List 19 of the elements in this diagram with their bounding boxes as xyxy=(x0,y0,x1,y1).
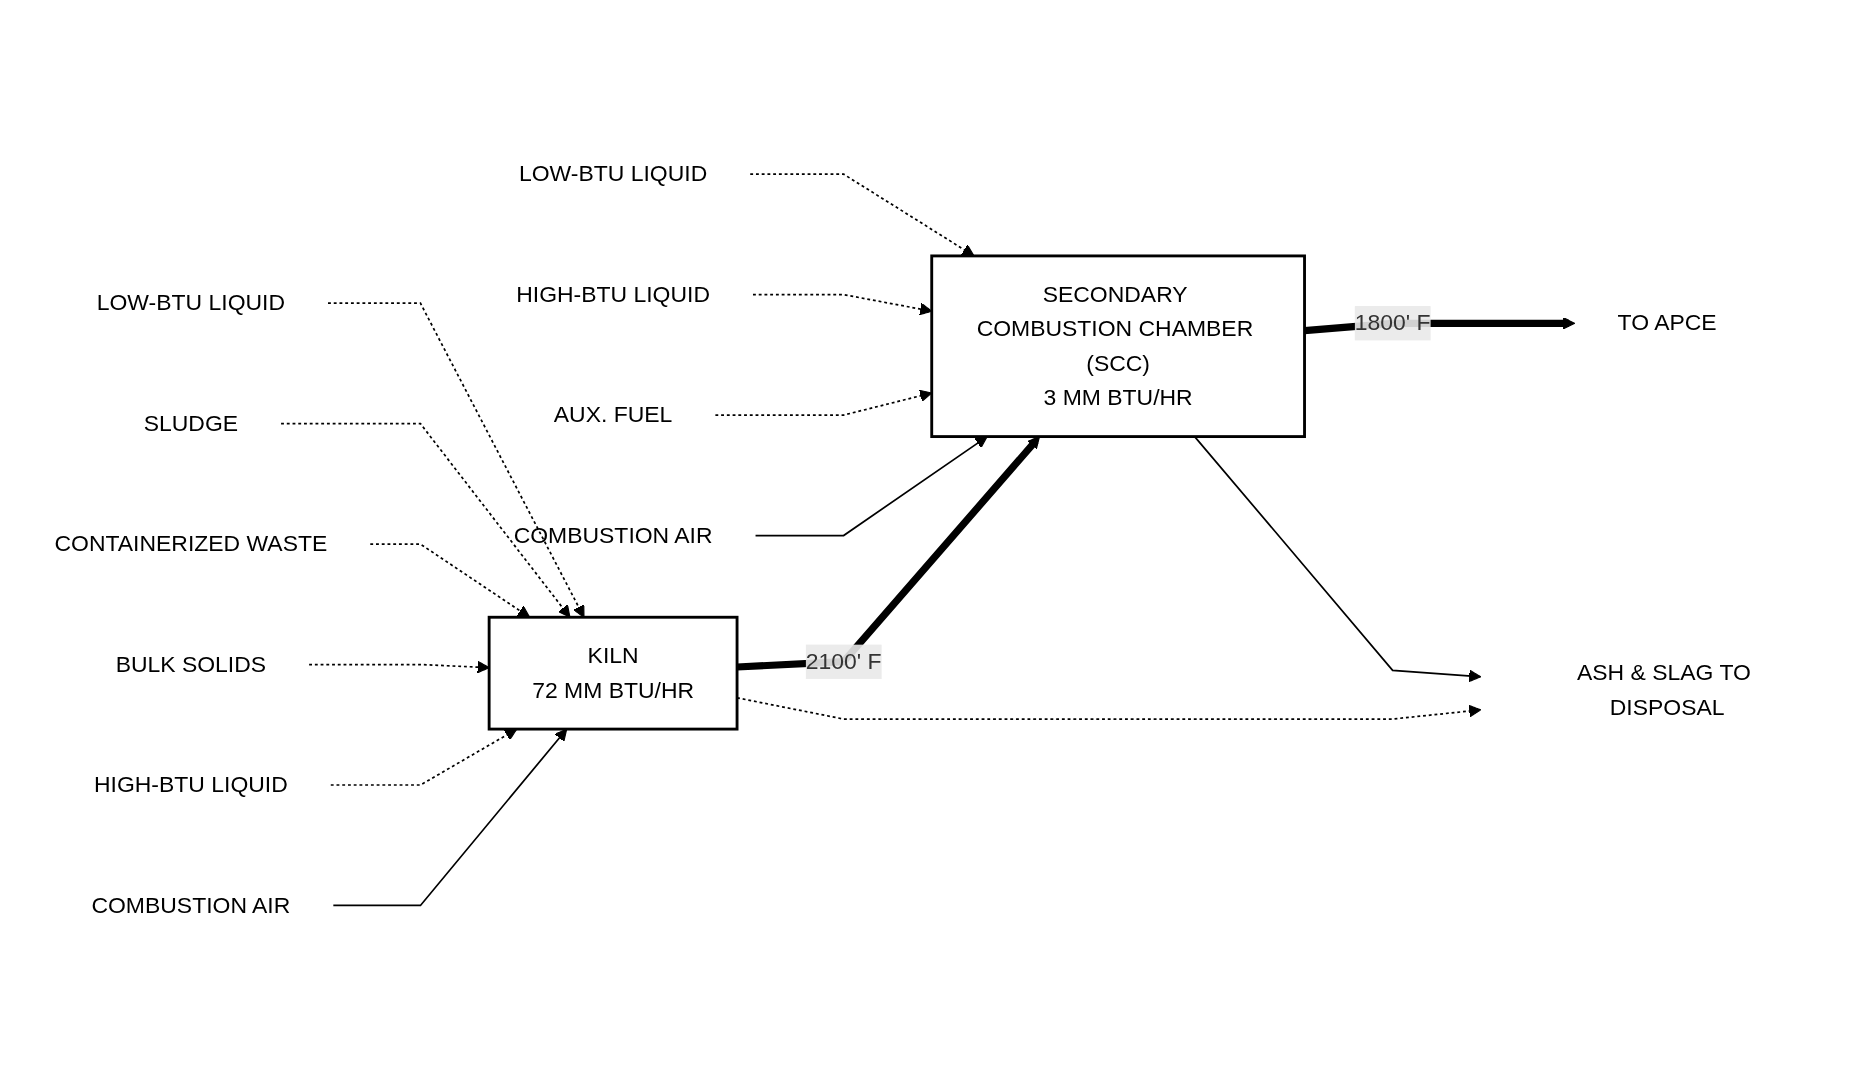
node-text: HIGH-BTU LIQUID xyxy=(516,281,710,306)
node-text: TO APCE xyxy=(1617,310,1717,335)
edge-label: 2100' F xyxy=(805,648,882,673)
node-text: ASH & SLAG TO DISPOSAL xyxy=(1577,659,1751,719)
node-text: AUX. FUEL xyxy=(553,401,673,427)
node-text: SLUDGE xyxy=(143,410,239,435)
arrow xyxy=(332,728,568,906)
edge-label: 1800' F xyxy=(1354,310,1431,335)
node-text: CONTAINERIZED WASTE xyxy=(54,530,328,556)
node-text: LOW-BTU LIQUID xyxy=(96,290,285,315)
node-box: SECONDARY COMBUSTION CHAMBER (SCC) 3 MM BTU/HR xyxy=(930,254,1306,438)
arrow xyxy=(308,660,490,674)
node-box: KILN 72 MM BTU/HR xyxy=(487,615,739,731)
arrow xyxy=(329,728,518,786)
node-text: BULK SOLIDS xyxy=(115,651,267,676)
node-text: COMBUSTION AIR xyxy=(91,892,291,917)
node-text: LOW-BTU LIQUID xyxy=(518,160,708,186)
node-text: HIGH-BTU LIQUID xyxy=(94,771,288,797)
node-text: COMBUSTION AIR xyxy=(513,522,713,547)
